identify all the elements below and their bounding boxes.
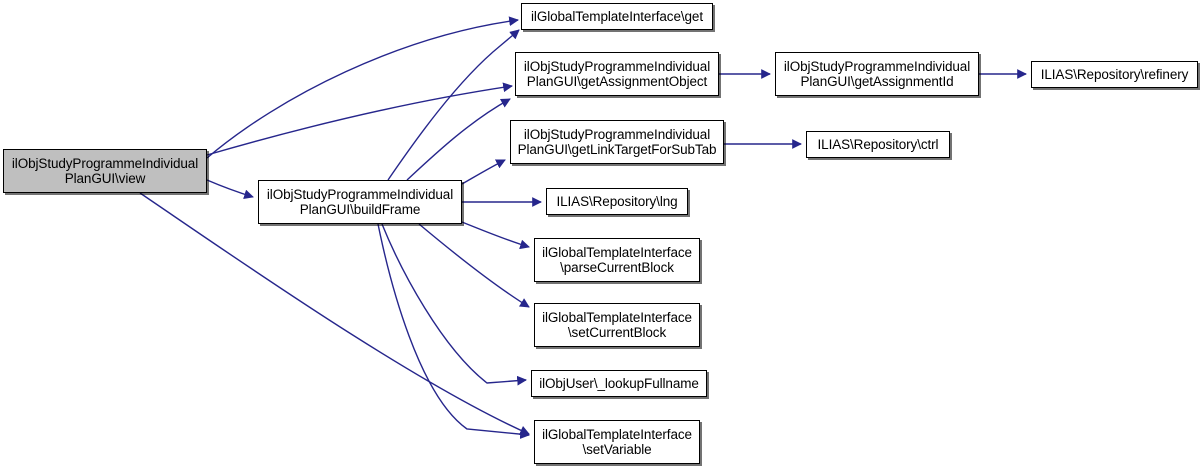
node-refinery[interactable]: ILIAS\Repository\refinery [1031, 61, 1198, 88]
edge-buildFrame-parseCurrentBlock [461, 221, 530, 250]
node-parsecurrentblock[interactable]: ilGlobalTemplateInterface \parseCurrentB… [534, 238, 700, 282]
node-getassignmentid-label: ilObjStudyProgrammeIndividual PlanGUI\ge… [783, 59, 971, 89]
edge-buildFrame-setVariable [377, 223, 530, 440]
node-refinery-label: ILIAS\Repository\refinery [1040, 67, 1189, 82]
node-ctrl[interactable]: ILIAS\Repository\ctrl [806, 131, 950, 158]
node-ctrl-label: ILIAS\Repository\ctrl [817, 137, 939, 152]
edge-buildFrame-setCurrentBlock [418, 223, 530, 308]
edge-buildFrame-get [387, 29, 520, 181]
node-getassignmentobject[interactable]: ilObjStudyProgrammeIndividual PlanGUI\ge… [515, 52, 719, 96]
node-lookupfullname-label: ilObjUser\_lookupFullname [539, 376, 699, 391]
node-setcurrentblock[interactable]: ilGlobalTemplateInterface \setCurrentBlo… [534, 303, 700, 347]
edge-buildFrame-getAssignmentObject [406, 98, 511, 181]
node-parsecurrentblock-label: ilGlobalTemplateInterface \parseCurrentB… [542, 245, 692, 275]
node-getassignmentid[interactable]: ilObjStudyProgrammeIndividual PlanGUI\ge… [775, 52, 979, 96]
node-getassignmentobject-label: ilObjStudyProgrammeIndividual PlanGUI\ge… [523, 59, 711, 89]
edge-view-getAssignmentObject [206, 82, 513, 156]
node-getlinktargetforsubtab[interactable]: ilObjStudyProgrammeIndividual PlanGUI\ge… [510, 120, 724, 164]
node-buildframe-label: ilObjStudyProgrammeIndividual PlanGUI\bu… [266, 187, 454, 217]
node-view-label: ilObjStudyProgrammeIndividual PlanGUI\vi… [11, 156, 199, 186]
node-view[interactable]: ilObjStudyProgrammeIndividual PlanGUI\vi… [3, 149, 207, 193]
node-get-label: ilGlobalTemplateInterface\get [531, 9, 703, 24]
node-getlinktargetforsubtab-label: ilObjStudyProgrammeIndividual PlanGUI\ge… [517, 127, 717, 157]
node-lng[interactable]: ILIAS\Repository\lng [546, 188, 688, 215]
node-buildframe[interactable]: ilObjStudyProgrammeIndividual PlanGUI\bu… [258, 180, 462, 224]
node-setvariable-label: ilGlobalTemplateInterface \setVariable [542, 427, 692, 457]
edge-buildFrame-lookupFullname [381, 223, 527, 386]
node-get[interactable]: ilGlobalTemplateInterface\get [521, 3, 713, 30]
node-lookupfullname[interactable]: ilObjUser\_lookupFullname [531, 370, 707, 397]
node-setcurrentblock-label: ilGlobalTemplateInterface \setCurrentBlo… [542, 310, 692, 340]
node-setvariable[interactable]: ilGlobalTemplateInterface \setVariable [534, 420, 700, 464]
edge-view-setVariable [139, 192, 530, 435]
edge-view-get [206, 16, 519, 159]
edge-view-buildFrame [206, 179, 254, 200]
edge-buildFrame-getLinkTargetForSubTab [461, 159, 506, 185]
node-lng-label: ILIAS\Repository\lng [556, 194, 678, 209]
